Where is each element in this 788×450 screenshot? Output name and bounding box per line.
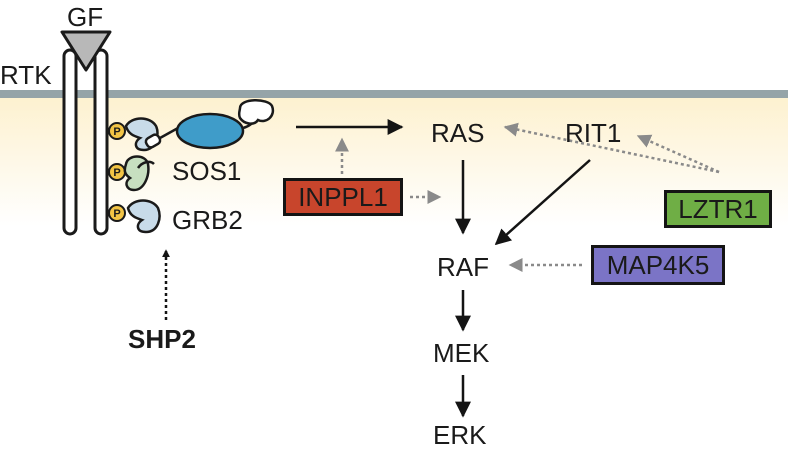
phospho-label: P <box>113 126 120 138</box>
sos1-label: SOS1 <box>172 156 242 186</box>
inppl1-label: INPPL1 <box>298 181 388 212</box>
cell-membrane <box>0 90 788 98</box>
erk-label: ERK <box>433 420 487 450</box>
phospho-label: P <box>113 208 120 220</box>
lztr1-box: LZTR1 <box>664 190 772 228</box>
arrow-rit1-to-raf <box>494 159 591 246</box>
dotted-arrow-lztr1-to-ras <box>503 122 720 174</box>
raf-label: RAF <box>437 252 489 282</box>
map4k5-box: MAP4K5 <box>591 245 725 285</box>
ras-label: RAS <box>431 118 485 148</box>
shp2-label: SHP2 <box>128 324 196 354</box>
grb2-lower-domain <box>126 199 161 234</box>
phospho-label: P <box>113 167 120 179</box>
sos1-tail <box>144 133 162 149</box>
grb2-connector <box>136 160 155 169</box>
sos1-cap-domain <box>237 99 275 125</box>
rtk-left-chain <box>62 48 78 236</box>
rtk-label: RTK <box>0 60 52 90</box>
sos1-linker <box>159 126 179 140</box>
gf-label: GF <box>67 2 104 32</box>
sos1-body <box>175 112 245 150</box>
mek-label: MEK <box>433 338 490 368</box>
dotted-arrow-lztr1-to-rit1 <box>636 134 720 174</box>
inppl1-box: INPPL1 <box>283 178 403 216</box>
map4k5-label: MAP4K5 <box>606 249 710 280</box>
grb2-label: GRB2 <box>172 205 243 235</box>
rtk-right-chain <box>93 48 109 236</box>
phospho-circle <box>108 122 126 140</box>
lztr1-label: LZTR1 <box>678 193 758 224</box>
gf-ligand-triangle <box>60 30 112 72</box>
phospho-circle <box>108 204 126 222</box>
rit1-label: RIT1 <box>565 118 622 148</box>
